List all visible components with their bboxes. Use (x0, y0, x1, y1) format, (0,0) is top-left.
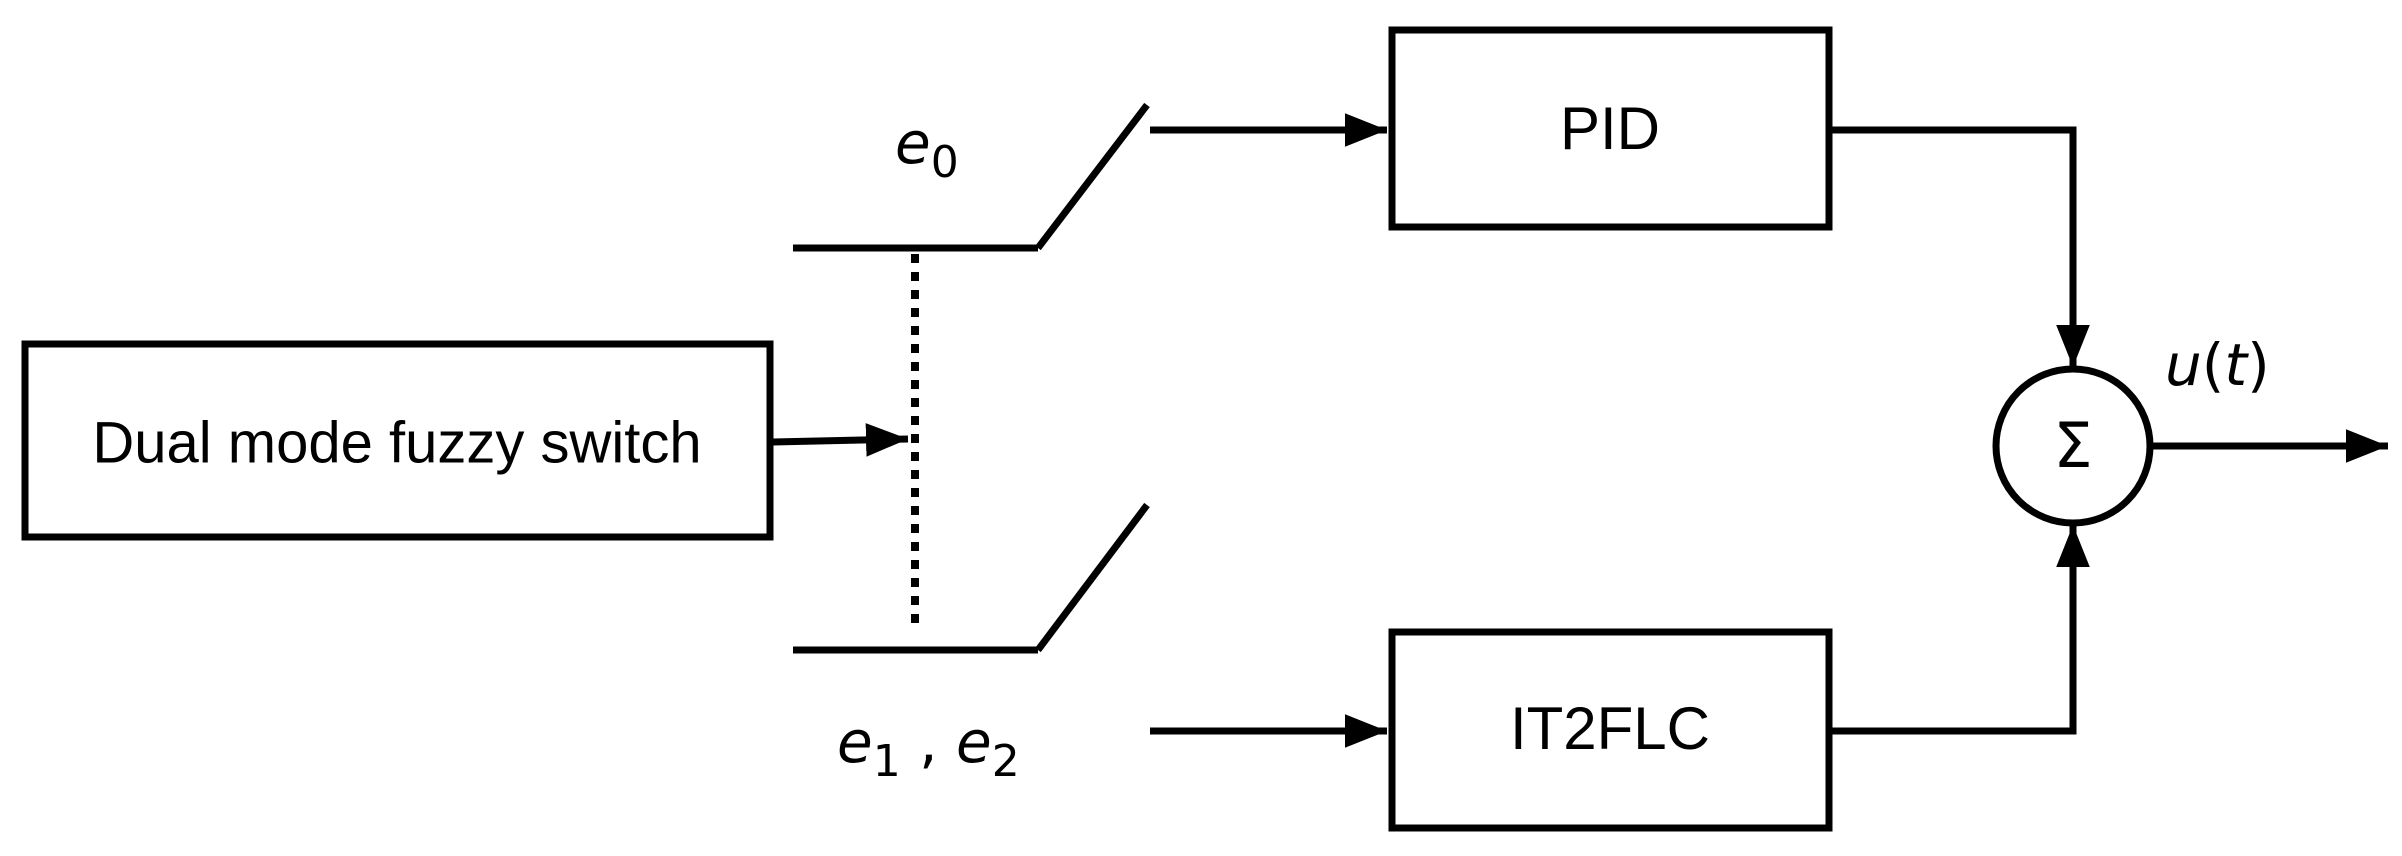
it2flc-to-sum-arrow (1829, 525, 2090, 735)
dual-mode-fuzzy-switch-block: Dual mode fuzzy switch (21, 340, 774, 541)
lower-switch-blade (1035, 502, 1150, 653)
it2flc-label: IT2FLC (1510, 695, 1710, 762)
pid-block: PID (1388, 26, 1833, 231)
it2flc-block: IT2FLC (1388, 628, 1833, 832)
dual-mode-fuzzy-switch-label: Dual mode fuzzy switch (92, 410, 701, 475)
switch-control-arrow (772, 423, 909, 457)
sigma-symbol: Σ (2053, 409, 2092, 482)
e1-e2-label: e1 , e2 (837, 708, 1020, 787)
output-u-t-label: u(t) (2165, 331, 2270, 399)
upper-switch-blade (1035, 102, 1150, 251)
pid-to-sum-arrow (1829, 126, 2090, 367)
pid-label: PID (1560, 95, 1660, 162)
summing-junction: Σ (1992, 365, 2154, 527)
e0-label: e0 (895, 109, 959, 188)
